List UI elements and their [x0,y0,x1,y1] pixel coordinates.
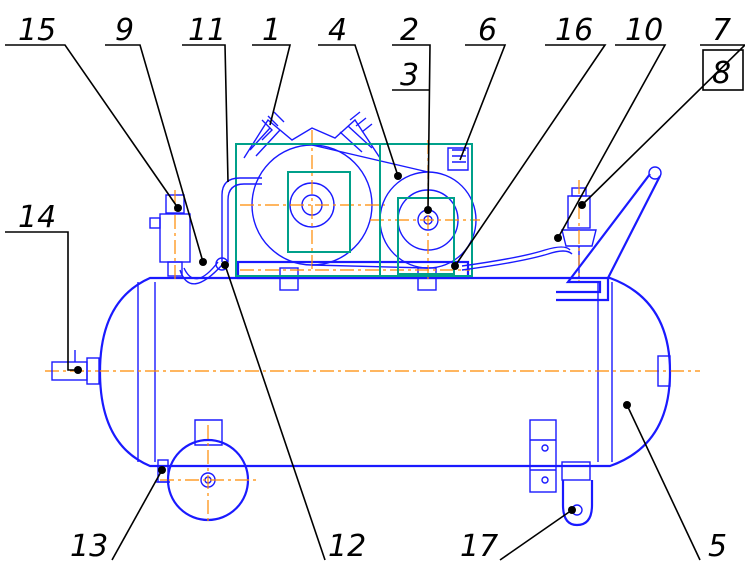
callout-8: 8 [712,56,731,91]
callout-labels: 15 9 11 1 4 2 3 6 16 10 7 8 14 13 12 17 … [18,13,731,563]
callout-16: 16 [555,13,593,48]
base-plate [236,260,470,291]
callout-3: 3 [400,58,419,93]
safety-valve [561,180,597,282]
callout-leaders [5,44,745,561]
connecting-tube [461,246,573,271]
tank-handle [556,166,662,302]
callout-12: 12 [328,529,366,563]
receiver-tank [45,276,700,468]
callout-10: 10 [625,13,663,48]
callout-7: 7 [712,13,731,48]
right-wheel [561,461,594,527]
callout-1: 1 [262,13,281,48]
callout-5: 5 [708,529,727,563]
drain-valve [156,459,170,483]
inlet-fitting [51,350,100,385]
callout-13: 13 [70,529,108,563]
callout-2: 2 [400,13,419,48]
callout-4: 4 [328,13,347,48]
callout-6: 6 [478,13,497,48]
callout-17: 17 [460,529,498,563]
callout-14: 14 [18,200,56,235]
callout-11: 11 [188,13,226,48]
drive-belt [311,144,429,269]
left-wheel [160,419,258,525]
discharge-pipe [221,177,262,262]
right-support [529,419,557,493]
belt-guard-frame [235,143,473,277]
right-fitting [657,355,671,387]
callout-9: 9 [115,13,134,48]
pressure-switch [149,190,191,280]
compressor-head [240,111,385,270]
callout-15: 15 [18,13,56,48]
